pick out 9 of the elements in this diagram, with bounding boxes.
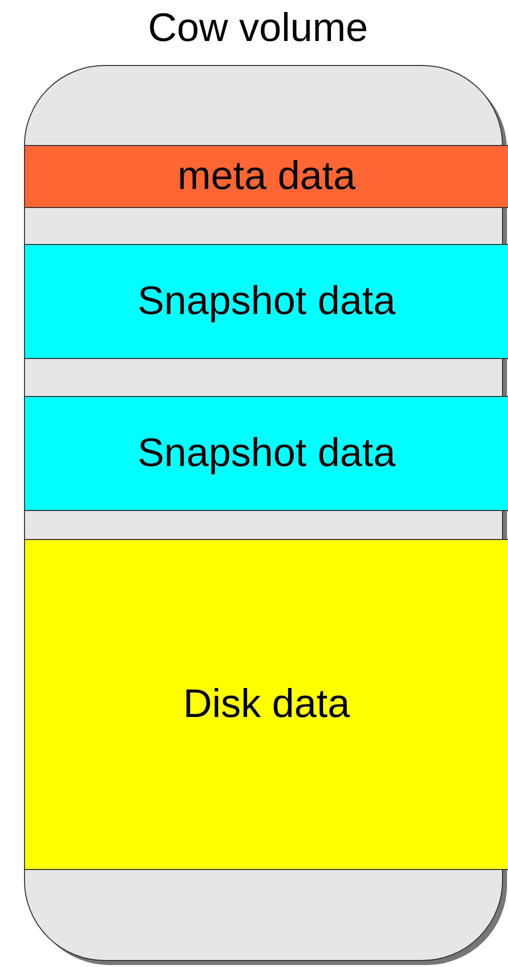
data-band: [24, 244, 508, 359]
data-band: [24, 396, 508, 511]
band-label: Snapshot data: [138, 431, 396, 476]
band-label: Snapshot data: [138, 279, 396, 324]
band-label: meta data: [178, 154, 356, 199]
data-band: [24, 539, 508, 870]
band-label: Disk data: [183, 682, 350, 727]
data-band: [24, 145, 508, 208]
volume-title: Cow volume: [146, 6, 370, 51]
